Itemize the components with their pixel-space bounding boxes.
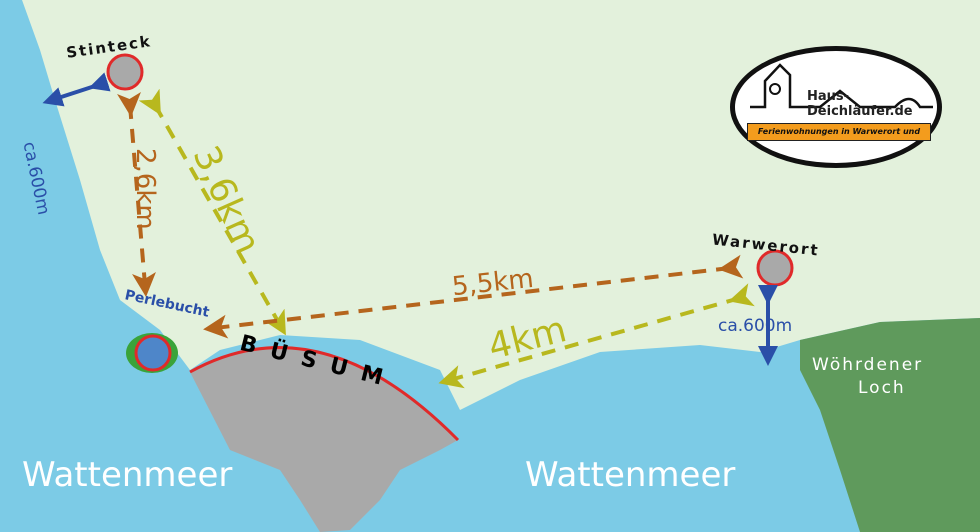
house-dike-icon	[750, 63, 933, 109]
buesum-dike	[189, 346, 460, 442]
perlebucht-lake	[134, 334, 172, 372]
logo-haus-deichlaeufer[interactable]: Haus-Deichläufer.de Ferienwohnungen in W…	[730, 46, 942, 168]
route-warwerort-buesum	[438, 283, 755, 389]
water-label-left: Wattenmeer	[22, 455, 233, 495]
logo-tagline: Ferienwohnungen in Warwerort und Stintec…	[747, 123, 931, 141]
place-label-woehrdener: Wöhrdener	[812, 355, 924, 375]
distance-stinteck-perlebucht: 2,6km	[130, 148, 160, 230]
logo-name: Haus-Deichläufer.de	[807, 89, 913, 119]
place-label-loch: Loch	[858, 378, 906, 398]
stinteck-marker	[106, 53, 144, 91]
water-label-right: Wattenmeer	[525, 455, 736, 495]
buesum-town	[190, 347, 458, 532]
distance-warwerort-beach: ca.600m	[718, 316, 793, 336]
marsh-woehrdener-loch	[800, 318, 980, 532]
route-stinteck-buesum	[138, 88, 286, 336]
route-stinteck-beach	[42, 72, 111, 107]
route-warwerort-perlebucht	[203, 254, 744, 339]
